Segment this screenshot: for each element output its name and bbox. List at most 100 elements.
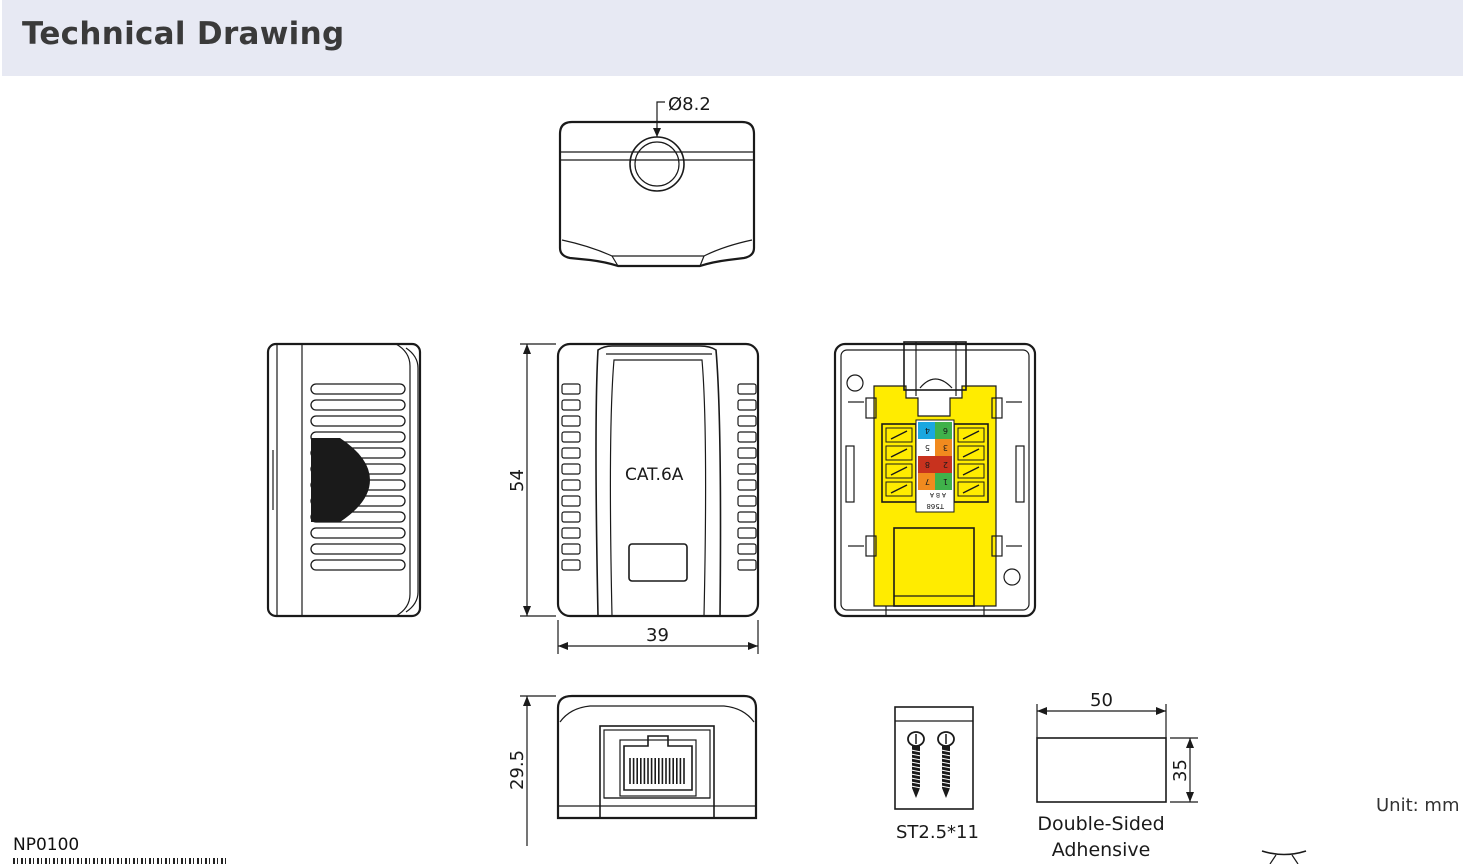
pin-5: 5 [925,443,930,452]
idc-slot [957,427,985,443]
screw-thread [910,769,922,773]
idc-slot [885,481,913,497]
screw-thread [910,761,922,765]
adhesive-width-dim: 50 [1090,690,1113,711]
front-fin [737,415,757,427]
pin-8: 8 [925,460,930,469]
idc-slot [885,445,913,461]
screw-thread [910,753,922,757]
idc-contact [890,484,908,494]
idc-contact [890,448,908,458]
screw-thread [940,757,952,761]
screw-thread [940,753,952,757]
screw-thread [940,765,952,769]
idc-slot [885,463,913,479]
front-fin [561,431,581,443]
idc-contact [962,430,980,440]
barcode [13,858,228,864]
front-fin [561,447,581,459]
front-view: CAT.6A 54 39 [507,342,760,654]
partial-icon [1261,850,1307,864]
pin-7: 7 [925,477,930,486]
model-number: NP0100 [13,835,80,855]
adhesive-label-line1: Double-Sided [1037,813,1164,835]
front-fin [737,495,757,507]
front-fin [737,431,757,443]
front-fin [737,383,757,395]
screw-thread [940,777,952,781]
adhesive-label-line2: Adhensive [1052,839,1151,861]
side-fin [310,431,406,443]
screw-label: ST2.5*11 [896,822,979,843]
screw-thread [940,785,952,789]
screw-thread [910,749,922,753]
front-fin [737,399,757,411]
top-view: Ø8.2 [558,94,756,268]
front-fin [737,447,757,459]
side-fin [310,559,406,571]
screw-thread [910,757,922,761]
idc-contact [962,466,980,476]
height-dim-54: 54 [507,469,528,492]
front-fin [561,415,581,427]
side-fin [310,527,406,539]
pin-3: 3 [943,443,948,452]
cat-label: CAT.6A [625,465,684,485]
screw-thread [940,781,952,785]
idc-slot [957,463,985,479]
front-fin [561,511,581,523]
screw-thread [910,765,922,769]
ab-label: A B A [929,491,946,498]
diameter-label: Ø8.2 [668,94,711,115]
header-bar: Technical Drawing [2,0,1463,76]
side-view [266,342,422,618]
idc-slot [957,445,985,461]
front-fin [561,495,581,507]
idc-slot [957,481,985,497]
screw-thread [940,761,952,765]
idc-slot [885,427,913,443]
idc-contact [962,484,980,494]
height-dim-29-5: 29.5 [507,750,528,790]
pin-1: 1 [943,477,948,486]
unit-label: Unit: mm [1376,795,1460,816]
pin-2: 2 [943,460,948,469]
side-fin [310,543,406,555]
side-fin [310,415,406,427]
screw-thread [910,773,922,777]
front-fin [561,399,581,411]
front-fin [561,543,581,555]
screws: ST2.5*11 [894,706,979,843]
adhesive: 50 35 Double-Sided Adhensive [1036,690,1198,861]
front-fin [737,543,757,555]
screw-thread [910,781,922,785]
pin-6: 6 [943,426,948,435]
idc-contact [890,466,908,476]
width-dim-39: 39 [646,625,669,646]
idc-contact [962,448,980,458]
front-fin [737,527,757,539]
front-fin [561,383,581,395]
front-fin [561,463,581,475]
front-fin [561,527,581,539]
side-fin [310,383,406,395]
front-fin [737,511,757,523]
front-fin [737,559,757,571]
screw-thread [940,749,952,753]
front-fin [737,463,757,475]
screw-thread [910,785,922,789]
module-view: 4 6 5 3 8 2 7 1 A B A T568 [833,341,1037,618]
page-title: Technical Drawing [22,16,345,52]
screw-thread [910,777,922,781]
front-fin [561,479,581,491]
pin-4: 4 [925,426,930,435]
side-fin [310,399,406,411]
standard-label: T568 [926,502,945,510]
adhesive-height-dim: 35 [1170,759,1191,782]
front-fin [737,479,757,491]
front-fin [561,559,581,571]
bottom-view: 29.5 [507,694,758,846]
idc-contact [890,430,908,440]
screw-thread [940,769,952,773]
screw-thread [940,773,952,777]
